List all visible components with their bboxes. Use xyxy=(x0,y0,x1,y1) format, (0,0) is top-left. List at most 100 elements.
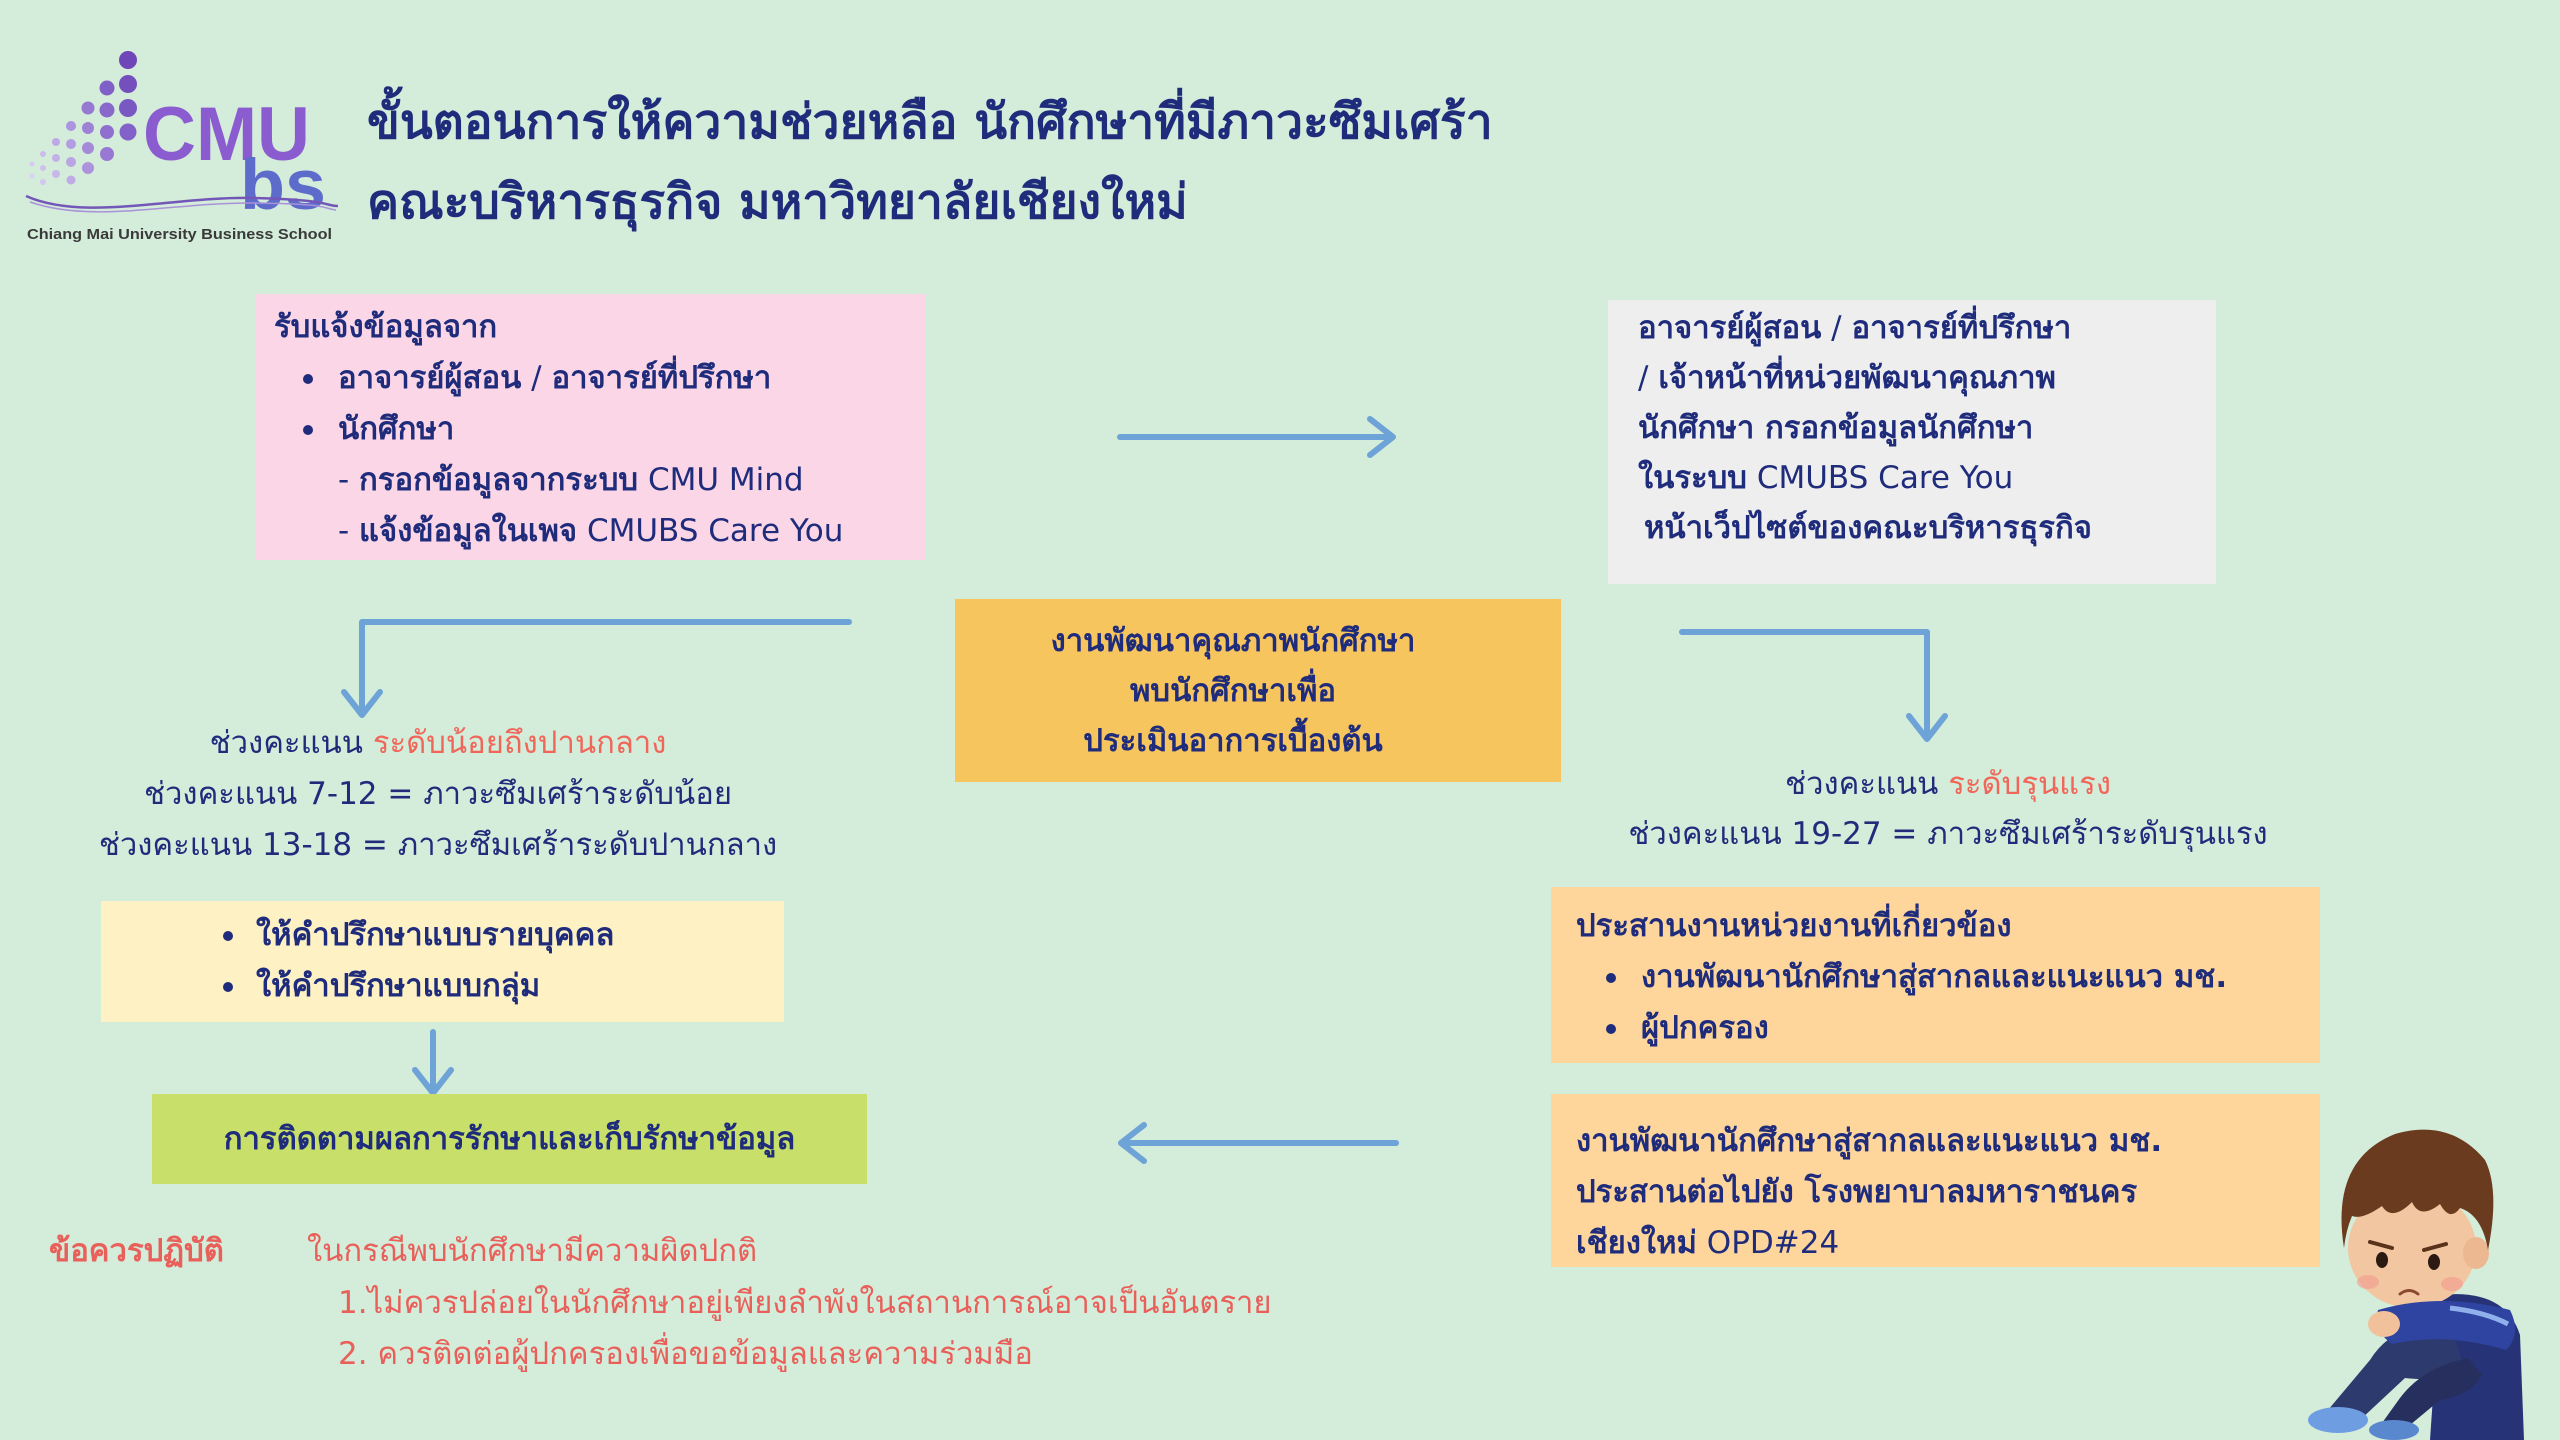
counseling-item: ให้คำปรึกษาแบบรายบุคคล xyxy=(101,910,784,961)
counseling-item-text: ให้คำปรึกษาแบบกลุ่ม xyxy=(256,968,541,1004)
logo-swoosh-inner xyxy=(29,201,337,213)
staff-role-text: อาจารย์ที่ปรึกษา xyxy=(1851,310,2072,346)
report-intake-box: รับแจ้งข้อมูลจาก อาจารย์ผู้สอน / อาจารย์… xyxy=(256,294,926,560)
assessment-line: ประเมินอาการเบื้องต้น xyxy=(1083,722,1383,759)
child-blush xyxy=(2357,1275,2379,1289)
staff-box-line: หน้าเว็ปไซต์ของคณะบริหารธุรกิจ xyxy=(1638,503,2216,553)
guidelines-condition: ในกรณีพบนักศึกษามีความผิดปกติ xyxy=(307,1233,758,1269)
staff-reporting-box: อาจารย์ผู้สอน / อาจารย์ที่ปรึกษา / เจ้าห… xyxy=(1608,300,2216,584)
child-eye xyxy=(2428,1254,2440,1270)
score-range-line: ช่วงคะแนน 13-18 = ภาวะซึมเศร้าระดับปานกล… xyxy=(98,827,778,863)
intake-bullet-item: อาจารย์ผู้สอน / อาจารย์ที่ปรึกษา xyxy=(274,353,926,404)
referral-line: งานพัฒนานักศึกษาสู่สากลและแนะแนว มช. xyxy=(1576,1116,2320,1167)
coordination-heading: ประสานงานหน่วยงานที่เกี่ยวข้อง xyxy=(1576,908,2012,944)
child-hand xyxy=(2368,1311,2400,1337)
staff-box-line: นักศึกษา กรอกข้อมูลนักศึกษา xyxy=(1638,403,2216,453)
coordination-item: ผู้ปกครอง xyxy=(1576,1003,2320,1054)
child-blush xyxy=(2441,1277,2463,1291)
bullet-icon xyxy=(1606,1024,1616,1034)
arrow-elbow-down-right-icon xyxy=(1679,629,1948,742)
score-range-line: ช่วงคะแนน 7-12 = ภาวะซึมเศร้าระดับน้อย xyxy=(143,776,733,812)
child-shoe xyxy=(2369,1420,2419,1440)
sad-child-illustration xyxy=(2308,1129,2524,1440)
child-hair xyxy=(2341,1129,2494,1250)
child-eyebrow xyxy=(2368,1240,2394,1250)
coordination-box: ประสานงานหน่วยงานที่เกี่ยวข้อง งานพัฒนาน… xyxy=(1551,887,2320,1063)
page-title-line: ขั้นตอนการให้ความช่วยหลือ นักศึกษาที่มีภ… xyxy=(367,94,1493,150)
intake-sub-item: - แจ้งข้อมูลในเพจ CMUBS Care You xyxy=(274,506,926,557)
child-sleeve-stripe xyxy=(2449,1305,2510,1327)
guidelines-heading: ข้อควรปฏิบัติ xyxy=(49,1233,224,1269)
intake-bullet-item: นักศึกษา xyxy=(274,404,926,455)
counseling-box: ให้คำปรึกษาแบบรายบุคคล ให้คำปรึกษาแบบกลุ… xyxy=(101,901,784,1022)
assessment-line: งานพัฒนาคุณภาพนักศึกษา xyxy=(1050,622,1416,659)
referral-clinic-code: OPD#24 xyxy=(1696,1225,1840,1261)
coordination-item: งานพัฒนานักศึกษาสู่สากลและแนะแนว มช. xyxy=(1576,952,2320,1003)
bullet-icon xyxy=(223,982,233,992)
score-label: ช่วงคะแนน xyxy=(1785,766,1939,802)
child-eye xyxy=(2376,1252,2388,1268)
score-level-text: ระดับน้อยถึงปานกลาง xyxy=(372,725,667,761)
guideline-item: 1.ไม่ควรปล่อยในนักศึกษาอยู่เพียงลำพังในส… xyxy=(338,1285,1272,1321)
staff-action-text: ในระบบ xyxy=(1638,460,1747,496)
logo-tagline: Chiang Mai University Business School xyxy=(27,227,332,243)
staff-role-text: เจ้าหน้าที่หน่วยพัฒนาคุณภาพ xyxy=(1658,360,2056,396)
logo-dots-icon xyxy=(29,51,137,185)
staff-website-text: หน้าเว็ปไซต์ของคณะบริหารธุรกิจ xyxy=(1644,510,2092,546)
arrow-left-icon xyxy=(1118,1122,1399,1164)
intake-system-name: CMU Mind xyxy=(638,462,804,498)
bullet-icon xyxy=(303,425,313,435)
intake-source-text: นักศึกษา xyxy=(338,411,455,447)
initial-assessment-box: งานพัฒนาคุณภาพนักศึกษา พบนักศึกษาเพื่อ ป… xyxy=(955,599,1561,782)
child-shoe xyxy=(2308,1407,2368,1433)
staff-action-text: นักศึกษา กรอกข้อมูลนักศึกษา xyxy=(1638,410,2034,446)
hospital-referral-box: งานพัฒนานักศึกษาสู่สากลและแนะแนว มช. ประ… xyxy=(1551,1094,2320,1267)
referral-text: งานพัฒนานักศึกษาสู่สากลและแนะแนว มช. xyxy=(1576,1123,2163,1159)
intake-source-text: อาจารย์ผู้สอน xyxy=(338,360,522,396)
severe-score-ranges: ช่วงคะแนน ระดับรุนแรง ช่วงคะแนน 19-27 = … xyxy=(1548,759,2348,859)
dash-text: - xyxy=(338,462,360,498)
staff-box-line: / เจ้าหน้าที่หน่วยพัฒนาคุณภาพ xyxy=(1638,353,2216,403)
intake-channel-text: แจ้งข้อมูลในเพจ xyxy=(359,513,578,549)
referral-line: ประสานต่อไปยัง โรงพยาบาลมหาราชนคร xyxy=(1576,1167,2320,1218)
score-level-heading: ช่วงคะแนน ระดับน้อยถึงปานกลาง xyxy=(40,718,836,769)
score-level-text: ระดับรุนแรง xyxy=(1948,766,2111,802)
dash-text: - xyxy=(338,513,360,549)
separator-text: / xyxy=(521,360,552,396)
child-leg xyxy=(2382,1358,2482,1430)
staff-box-line: อาจารย์ผู้สอน / อาจารย์ที่ปรึกษา xyxy=(1638,303,2216,353)
arrow-right-icon xyxy=(1117,416,1396,458)
mild-moderate-score-ranges: ช่วงคะแนน ระดับน้อยถึงปานกลาง ช่วงคะแนน … xyxy=(40,718,836,871)
bullet-icon xyxy=(1606,973,1616,983)
child-leg xyxy=(2328,1324,2465,1422)
referral-text: ประสานต่อไปยัง โรงพยาบาลมหาราชนคร xyxy=(1576,1174,2138,1210)
intake-heading: รับแจ้งข้อมูลจาก xyxy=(274,309,498,345)
cmubs-logo: CMU bs Chiang Mai University Business Sc… xyxy=(25,51,339,243)
score-range-line: ช่วงคะแนน 19-27 = ภาวะซึมเศร้าระดับรุนแร… xyxy=(1628,816,2268,852)
bullet-icon xyxy=(303,374,313,384)
intake-source-text: อาจารย์ที่ปรึกษา xyxy=(551,360,772,396)
separator-text: / xyxy=(1638,360,1659,396)
follow-up-text: การติดตามผลการรักษาและเก็บรักษาข้อมูล xyxy=(223,1120,796,1157)
coordination-item-text: งานพัฒนานักศึกษาสู่สากลและแนะแนว มช. xyxy=(1641,959,2228,995)
score-label: ช่วงคะแนน xyxy=(209,725,363,761)
assessment-line: พบนักศึกษาเพื่อ xyxy=(1129,672,1336,709)
child-ear xyxy=(2463,1237,2489,1269)
counseling-item: ให้คำปรึกษาแบบกลุ่ม xyxy=(101,961,784,1012)
logo-swoosh xyxy=(25,194,339,209)
intake-channel-text: กรอกข้อมูลจากระบบ xyxy=(359,462,639,498)
arrow-down-icon xyxy=(412,1029,454,1096)
counseling-item-text: ให้คำปรึกษาแบบรายบุคคล xyxy=(256,917,615,953)
coordination-item-text: ผู้ปกครอง xyxy=(1641,1010,1769,1046)
bullet-icon xyxy=(223,931,233,941)
staff-box-line: ในระบบ CMUBS Care You xyxy=(1638,453,2216,503)
intake-sub-item: - กรอกข้อมูลจากระบบ CMU Mind xyxy=(274,455,926,506)
logo-wordmark-suffix: bs xyxy=(240,146,326,225)
staff-system-name: CMUBS Care You xyxy=(1746,460,2014,496)
intake-system-name: CMUBS Care You xyxy=(577,513,844,549)
page-title: ขั้นตอนการให้ความช่วยหลือ นักศึกษาที่มีภ… xyxy=(367,82,1493,242)
referral-text: เชียงใหม่ xyxy=(1576,1225,1697,1261)
child-eyebrow xyxy=(2422,1242,2448,1252)
page-subtitle-line: คณะบริหารธุรกิจ มหาวิทยาลัยเชียงใหม่ xyxy=(367,174,1188,230)
